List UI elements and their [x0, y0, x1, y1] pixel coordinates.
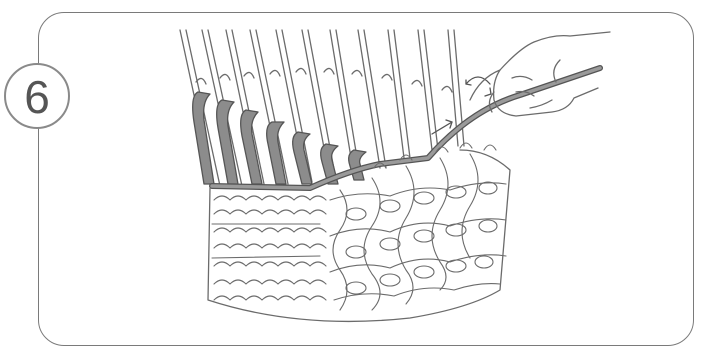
held-stitches [193, 92, 366, 184]
